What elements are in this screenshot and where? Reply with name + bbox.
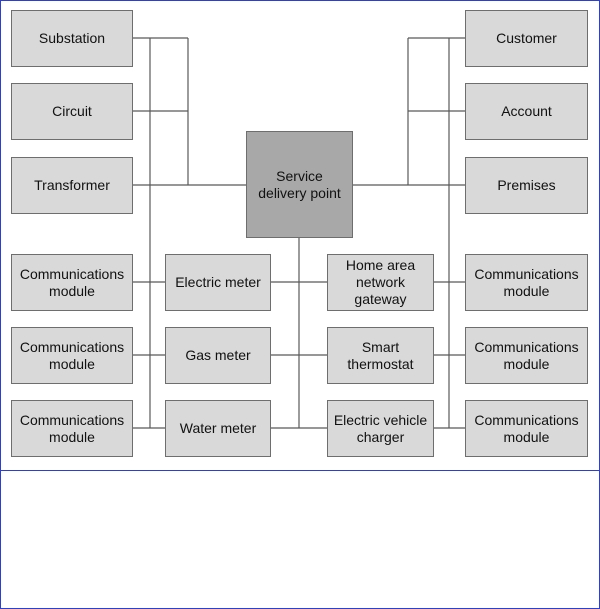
electric-vehicle-charger-box: Electric vehicle charger bbox=[327, 400, 434, 457]
diagram-connectors bbox=[133, 37, 465, 429]
communications-module-box: Communications module bbox=[465, 327, 588, 384]
transformer-box: Transformer bbox=[11, 157, 133, 214]
substation-box: Substation bbox=[11, 10, 133, 67]
divider bbox=[0, 470, 600, 471]
service-delivery-point-box: Service delivery point bbox=[246, 131, 353, 238]
smart-thermostat-box: Smart thermostat bbox=[327, 327, 434, 384]
circuit-box: Circuit bbox=[11, 83, 133, 140]
account-box: Account bbox=[465, 83, 588, 140]
premises-box: Premises bbox=[465, 157, 588, 214]
communications-module-box: Communications module bbox=[11, 327, 133, 384]
communications-module-box: Communications module bbox=[11, 254, 133, 311]
gas-meter-box: Gas meter bbox=[165, 327, 271, 384]
communications-module-box: Communications module bbox=[465, 400, 588, 457]
customer-box: Customer bbox=[465, 10, 588, 67]
home-area-network-gateway-box: Home area network gateway bbox=[327, 254, 434, 311]
water-meter-box: Water meter bbox=[165, 400, 271, 457]
electric-meter-box: Electric meter bbox=[165, 254, 271, 311]
communications-module-box: Communications module bbox=[11, 400, 133, 457]
communications-module-box: Communications module bbox=[465, 254, 588, 311]
